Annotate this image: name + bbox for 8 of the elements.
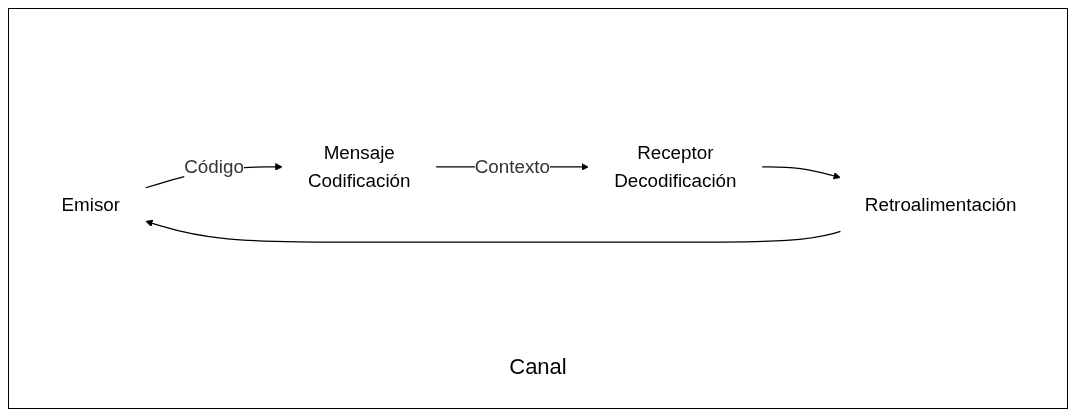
arrow xyxy=(761,166,841,180)
note-text: Canal xyxy=(509,354,567,379)
node-text: Retroalimentación xyxy=(864,193,1017,216)
node-text: Mensaje Codificación xyxy=(308,142,411,192)
diagram-frame: Código Contexto Emisor Mensaje Codificación Receptor Decodificación Retroalimentación Canal xyxy=(8,8,1068,409)
node-text: Receptor Decodificación xyxy=(614,142,737,192)
arrow xyxy=(145,219,842,243)
node-text: Emisor xyxy=(61,193,121,216)
